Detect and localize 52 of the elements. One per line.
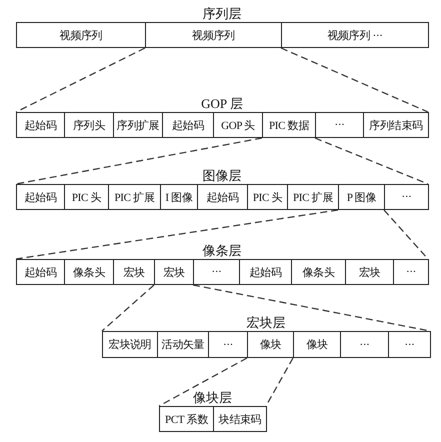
expansion-line [102,284,154,332]
field-cell: ··· [393,259,429,285]
field-cell: 宏块 [154,259,194,285]
field-cell: 起始码 [239,259,292,285]
expansion-line [16,47,146,113]
field-cell: 起始码 [16,112,65,138]
field-cell: 宏块 [113,259,155,285]
field-cell: 宏块说明 [102,331,158,358]
field-cell: ··· [340,331,389,358]
layer-title: 序列层 [202,5,242,23]
field-cell: 起始码 [16,259,65,285]
field-cell: ··· [388,331,431,358]
field-cell: PIC 数据 [262,112,316,138]
field-cell: ··· [208,331,248,358]
expansion-line [280,47,428,113]
field-cell: 活动矢量 [157,331,209,358]
expansion-line [16,137,262,185]
field-cell: PIC 头 [64,184,109,210]
field-cell: 宏块 [345,259,394,285]
field-cell: ··· [384,184,429,210]
expansion-line [314,137,428,185]
field-cell: 序列扩展 [113,112,163,138]
field-cell: PIC 扩展 [287,184,339,210]
field-cell: 序列头 [64,112,114,138]
field-cell: I 图像 [160,184,198,210]
field-cell: ··· [193,259,240,285]
expansion-line [158,357,248,407]
expansion-line [16,209,338,260]
layer-title: GOP 层 [201,95,243,113]
field-cell: 起始码 [197,184,248,210]
field-cell: GOP 头 [213,112,263,138]
field-cell: 像块 [293,331,341,358]
layer-title: 图像层 [202,167,242,185]
layer-title: 像条层 [202,242,242,260]
field-cell: PIC 头 [247,184,288,210]
field-cell: 块结束码 [213,406,267,432]
field-cell: ··· [315,112,364,138]
layer-title: 像块层 [193,389,232,407]
field-cell: P 图像 [338,184,385,210]
field-cell: 像块 [247,331,294,358]
field-cell: 像条头 [291,259,346,285]
field-cell: PCT 系数 [159,406,214,432]
field-cell: 像条头 [64,259,114,285]
layer-title: 宏块层 [246,314,286,332]
field-cell: 序列结束码 [363,112,429,138]
field-cell: 起始码 [162,112,214,138]
expansion-line [384,210,428,260]
field-cell: 视频序列 [145,22,282,48]
field-cell: 视频序列 ··· [281,22,429,48]
field-cell: PIC 扩展 [108,184,161,210]
field-cell: 起始码 [16,184,65,210]
field-cell: 视频序列 [16,22,146,48]
